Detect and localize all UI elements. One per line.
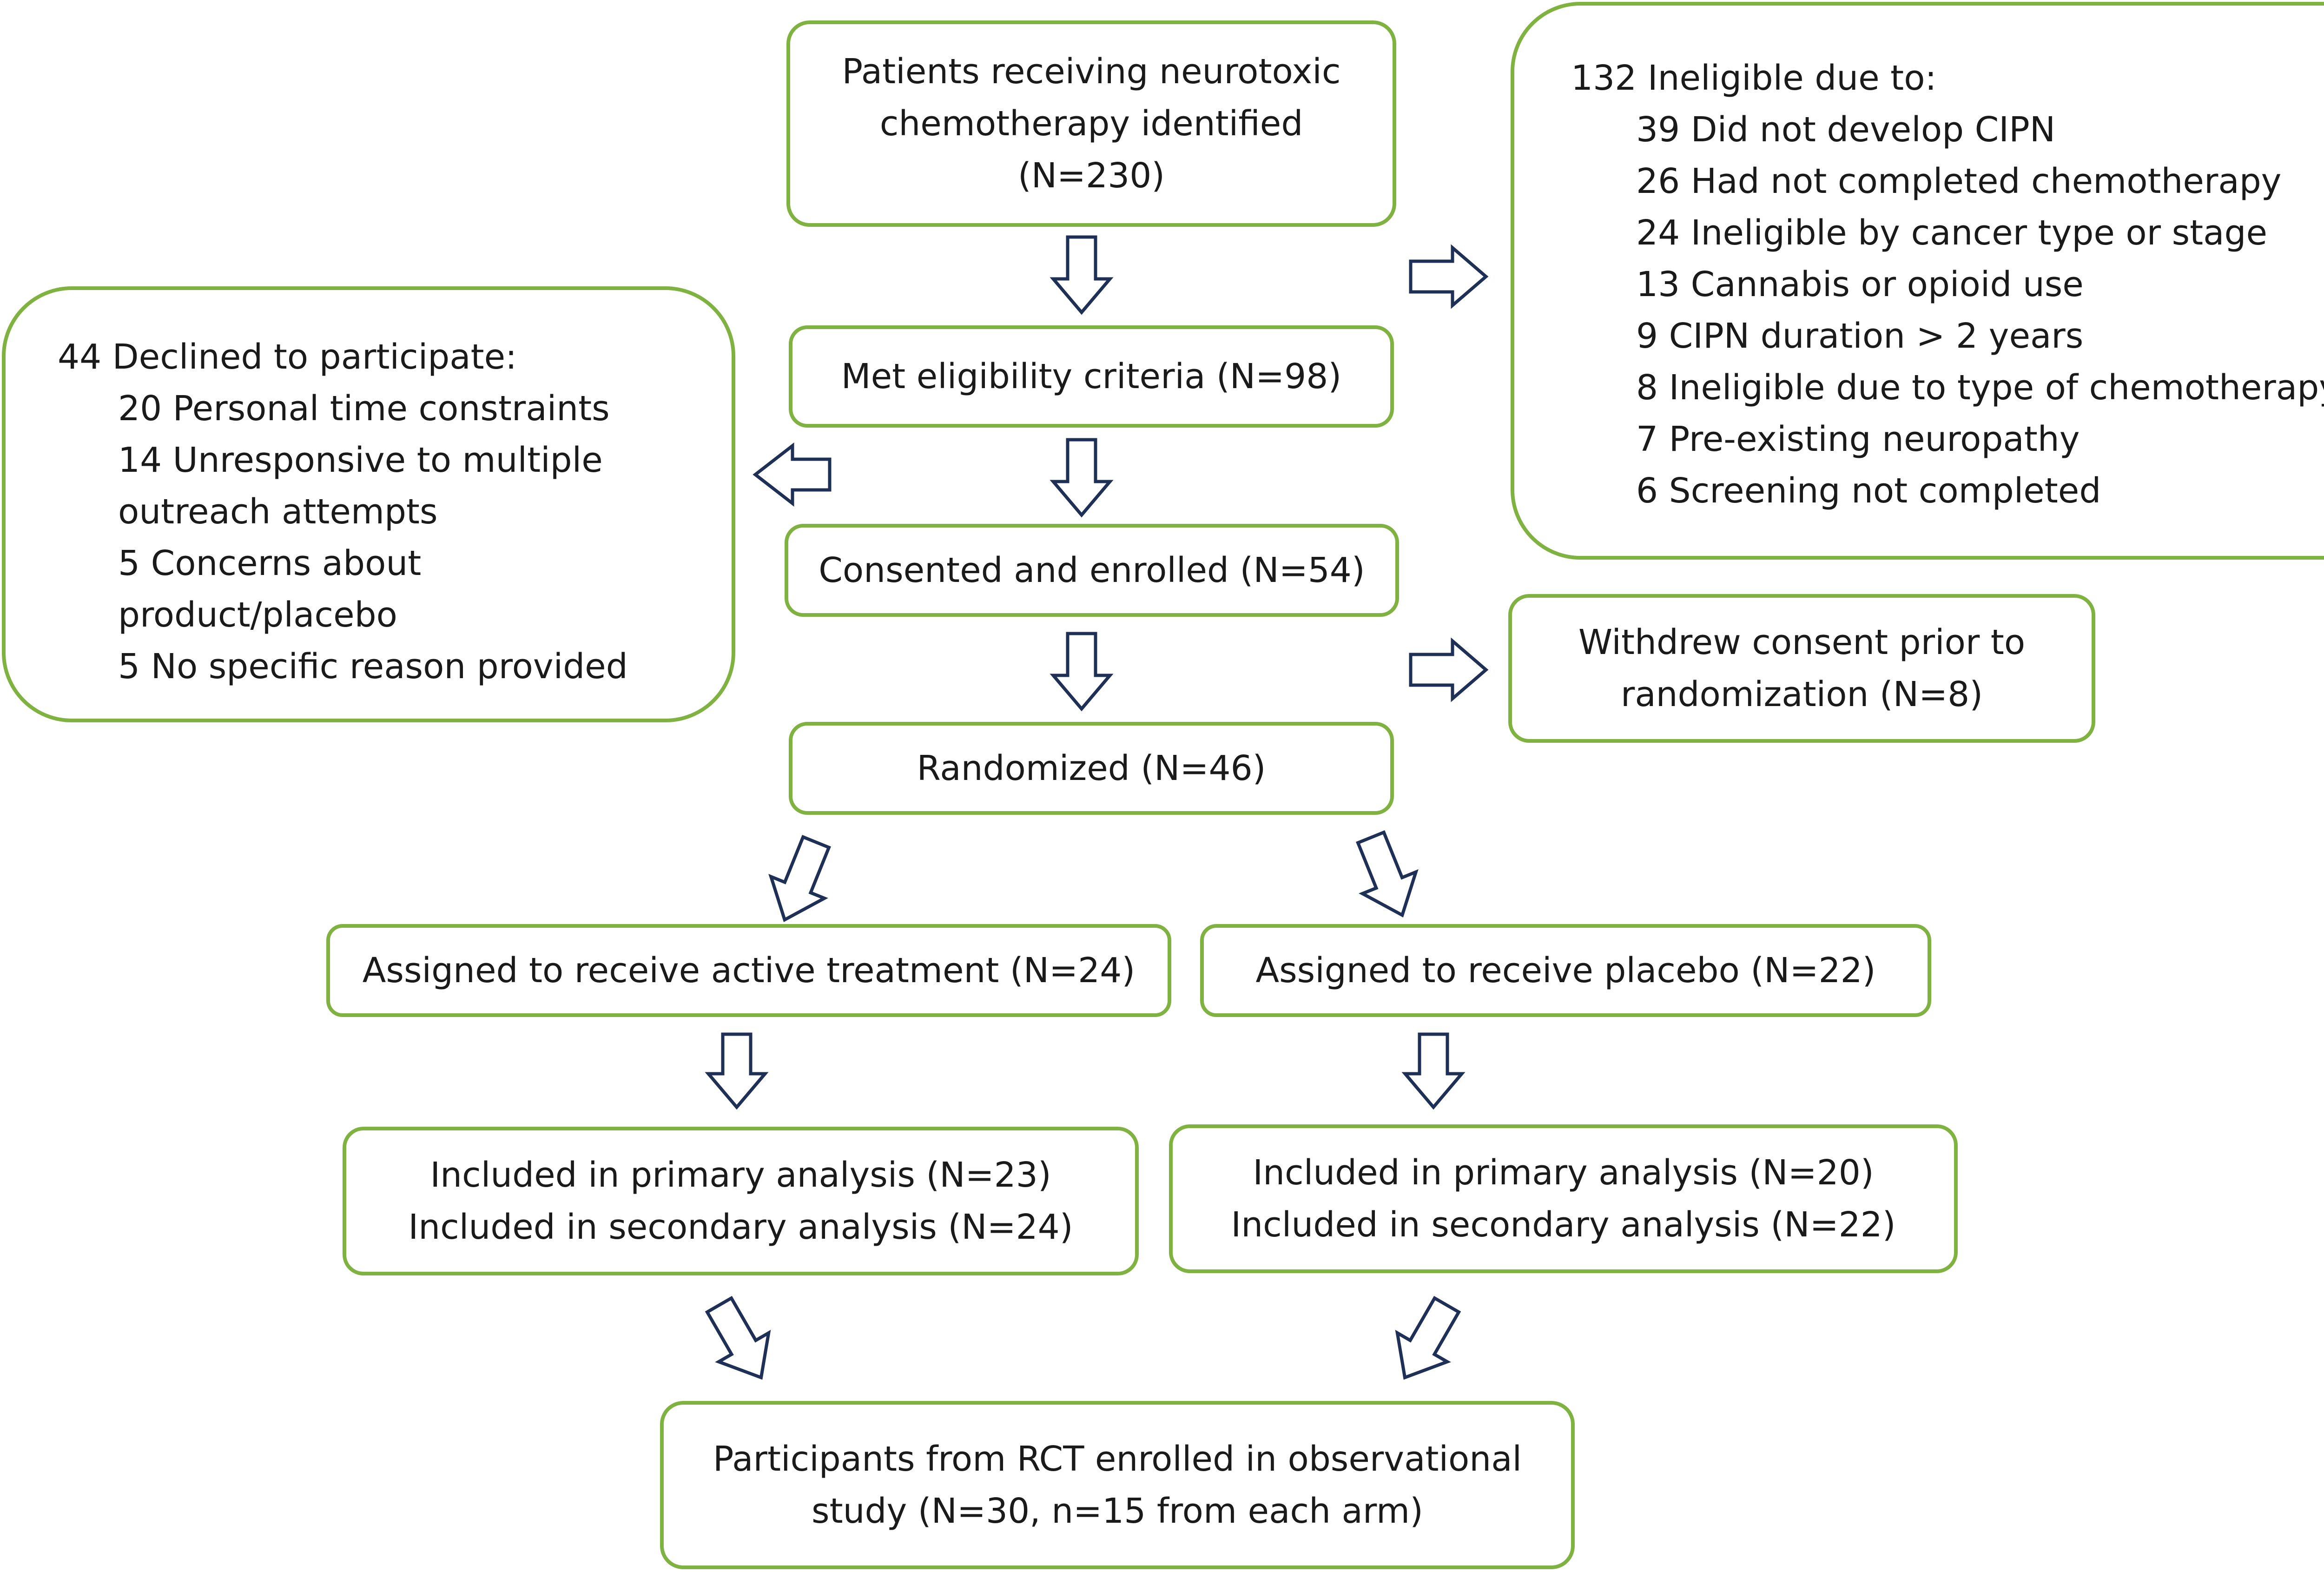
right-arrow-icon [1409,244,1489,309]
down-arrow-icon [1050,438,1114,518]
down-right-arrow-icon [705,1295,771,1380]
observational-line-2: study (N=30, n=15 from each arm) [812,1491,1423,1531]
identified-line-1: Patients receiving neurotoxic [842,52,1341,92]
right-arrow-icon [1409,637,1489,702]
declined-reason: product/placebo [118,595,397,635]
observational-line-1: Participants from RCT enrolled in observ… [713,1439,1522,1479]
declined-heading: 44 Declined to participate: [58,337,517,377]
active-arm-box: Assigned to receive active treatment (N=… [326,924,1171,1017]
withdrew-box: Withdrew consent prior to randomization … [1508,594,2095,743]
randomized-text: Randomized (N=46) [917,748,1266,788]
identified-box: Patients receiving neurotoxic chemothera… [786,20,1396,227]
eligible-text: Met eligibility criteria (N=98) [841,357,1342,396]
enrolled-box: Consented and enrolled (N=54) [785,524,1399,617]
withdrew-line-1: Withdrew consent prior to [1578,622,2026,662]
ineligible-reason: 26 Had not completed chemotherapy [1636,161,2282,201]
enrolled-text: Consented and enrolled (N=54) [819,550,1365,590]
ineligible-reason: 13 Cannabis or opioid use [1636,264,2084,304]
ineligible-reason: 6 Screening not completed [1636,471,2101,511]
down-arrow-icon [705,1032,769,1110]
placebo-primary-analysis: Included in primary analysis (N=20) [1253,1153,1874,1193]
ineligible-reason: 7 Pre-existing neuropathy [1636,419,2080,459]
randomized-box: Randomized (N=46) [789,722,1394,815]
down-arrow-icon [1050,632,1114,712]
placebo-arm-box: Assigned to receive placebo (N=22) [1200,924,1931,1017]
declined-reason: outreach attempts [118,492,438,532]
declined-box: 44 Declined to participate: 20 Personal … [2,286,735,722]
down-left-arrow-icon [768,835,831,922]
identified-line-3: (N=230) [1017,156,1165,196]
down-left-arrow-icon [1395,1295,1461,1380]
down-arrow-icon [1401,1032,1466,1110]
eligible-box: Met eligibility criteria (N=98) [789,325,1394,428]
declined-reason: 5 Concerns about [118,543,422,583]
placebo-analysis-box: Included in primary analysis (N=20) Incl… [1169,1124,1958,1273]
identified-line-2: chemotherapy identified [879,104,1303,144]
left-arrow-icon [753,442,832,507]
active-analysis-box: Included in primary analysis (N=23) Incl… [343,1127,1139,1275]
active-secondary-analysis: Included in secondary analysis (N=24) [408,1207,1073,1247]
placebo-secondary-analysis: Included in secondary analysis (N=22) [1231,1205,1896,1245]
ineligible-reason: 8 Ineligible due to type of chemotherapy [1636,368,2324,408]
down-arrow-icon [1050,235,1114,315]
declined-reason: 20 Personal time constraints [118,389,610,429]
ineligible-box: 132 Ineligible due to: 39 Did not develo… [1511,2,2324,560]
active-primary-analysis: Included in primary analysis (N=23) [430,1155,1051,1195]
down-right-arrow-icon [1356,830,1419,918]
withdrew-line-2: randomization (N=8) [1620,674,1983,714]
ineligible-reason: 9 CIPN duration > 2 years [1636,316,2084,356]
declined-reason: 5 No specific reason provided [118,647,628,687]
placebo-arm-text: Assigned to receive placebo (N=22) [1255,951,1876,991]
observational-box: Participants from RCT enrolled in observ… [660,1401,1575,1569]
active-arm-text: Assigned to receive active treatment (N=… [362,951,1136,991]
ineligible-heading: 132 Ineligible due to: [1571,58,1937,98]
ineligible-reason: 24 Ineligible by cancer type or stage [1636,213,2268,253]
declined-reason: 14 Unresponsive to multiple [118,440,603,480]
ineligible-reason: 39 Did not develop CIPN [1636,110,2056,150]
